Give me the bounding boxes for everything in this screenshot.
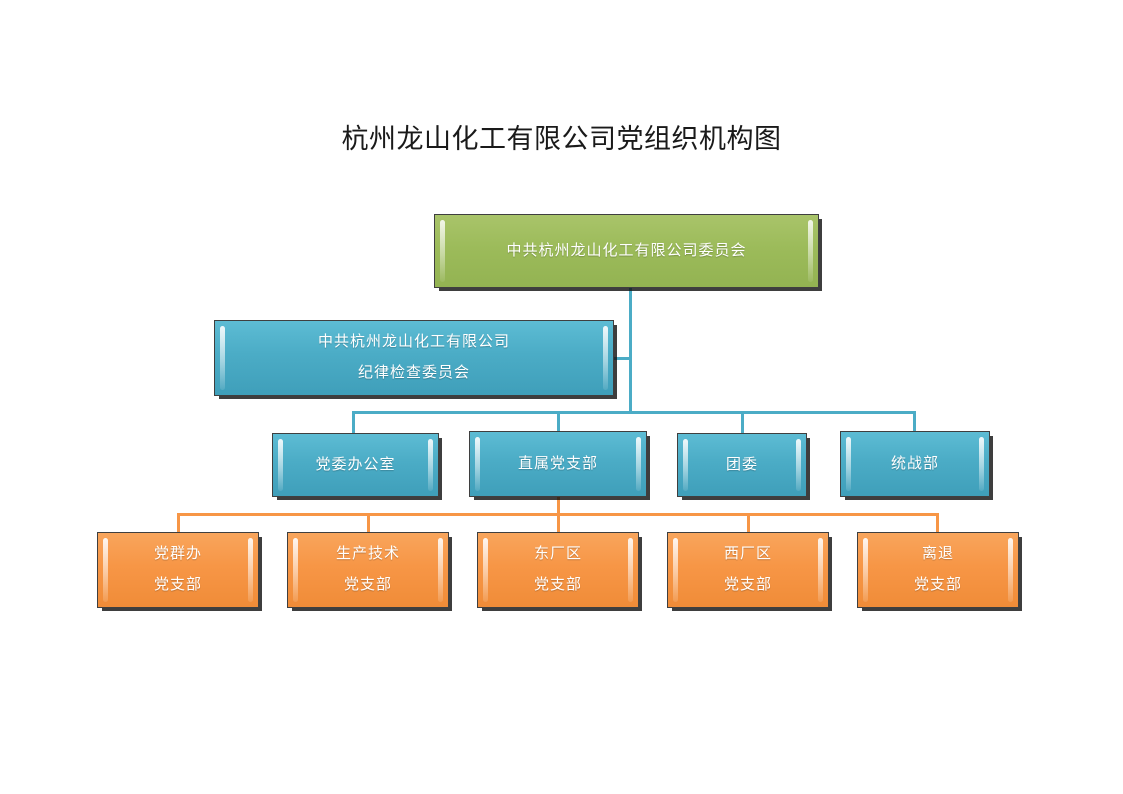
connector-drop-retired: [936, 513, 939, 534]
connector-drop-united-front: [913, 411, 916, 433]
node-discipline-committee-label: 中共杭州龙山化工有限公司 纪律检查委员会: [317, 334, 510, 381]
node-branch-production-tech-label: 生产技术 党支部: [335, 546, 400, 593]
node-youth-league-label: 团委: [725, 456, 758, 473]
connector-drop-west-plant: [747, 513, 750, 534]
node-direct-branch-label: 直属党支部: [517, 455, 598, 472]
node-branch-east-plant[interactable]: 东厂区 党支部: [477, 532, 639, 608]
connector-drop-direct-branch: [557, 411, 560, 433]
connector-drop-youth-league: [741, 411, 744, 433]
connector-trunk-vertical: [629, 288, 632, 414]
connector-level2-bar: [352, 411, 916, 414]
node-branch-party-mass-label: 党群办 党支部: [153, 546, 202, 593]
node-branch-production-tech[interactable]: 生产技术 党支部: [287, 532, 449, 608]
connector-drop-production-tech: [367, 513, 370, 534]
node-party-committee-label: 中共杭州龙山化工有限公司委员会: [506, 242, 747, 259]
node-youth-league[interactable]: 团委: [677, 433, 807, 497]
node-branch-retired[interactable]: 离退 党支部: [857, 532, 1019, 608]
connector-drop-office: [352, 411, 355, 433]
page-title: 杭州龙山化工有限公司党组织机构图: [341, 124, 782, 154]
connector-discipline-stub: [614, 357, 631, 360]
node-united-front-label: 统战部: [890, 455, 939, 472]
node-party-office-label: 党委办公室: [315, 456, 396, 473]
node-branch-east-plant-label: 东厂区 党支部: [533, 546, 582, 593]
node-party-office[interactable]: 党委办公室: [272, 433, 439, 497]
node-branch-west-plant-label: 西厂区 党支部: [723, 546, 772, 593]
node-party-committee[interactable]: 中共杭州龙山化工有限公司委员会: [434, 214, 819, 288]
node-branch-retired-label: 离退 党支部: [913, 546, 962, 593]
node-united-front[interactable]: 统战部: [840, 431, 990, 497]
connector-drop-east-plant: [557, 513, 560, 534]
node-discipline-committee[interactable]: 中共杭州龙山化工有限公司 纪律检查委员会: [214, 320, 614, 396]
connector-drop-party-mass: [177, 513, 180, 534]
node-branch-party-mass[interactable]: 党群办 党支部: [97, 532, 259, 608]
node-branch-west-plant[interactable]: 西厂区 党支部: [667, 532, 829, 608]
connector-branch-trunk-vertical: [557, 496, 560, 515]
node-direct-branch[interactable]: 直属党支部: [469, 431, 647, 497]
